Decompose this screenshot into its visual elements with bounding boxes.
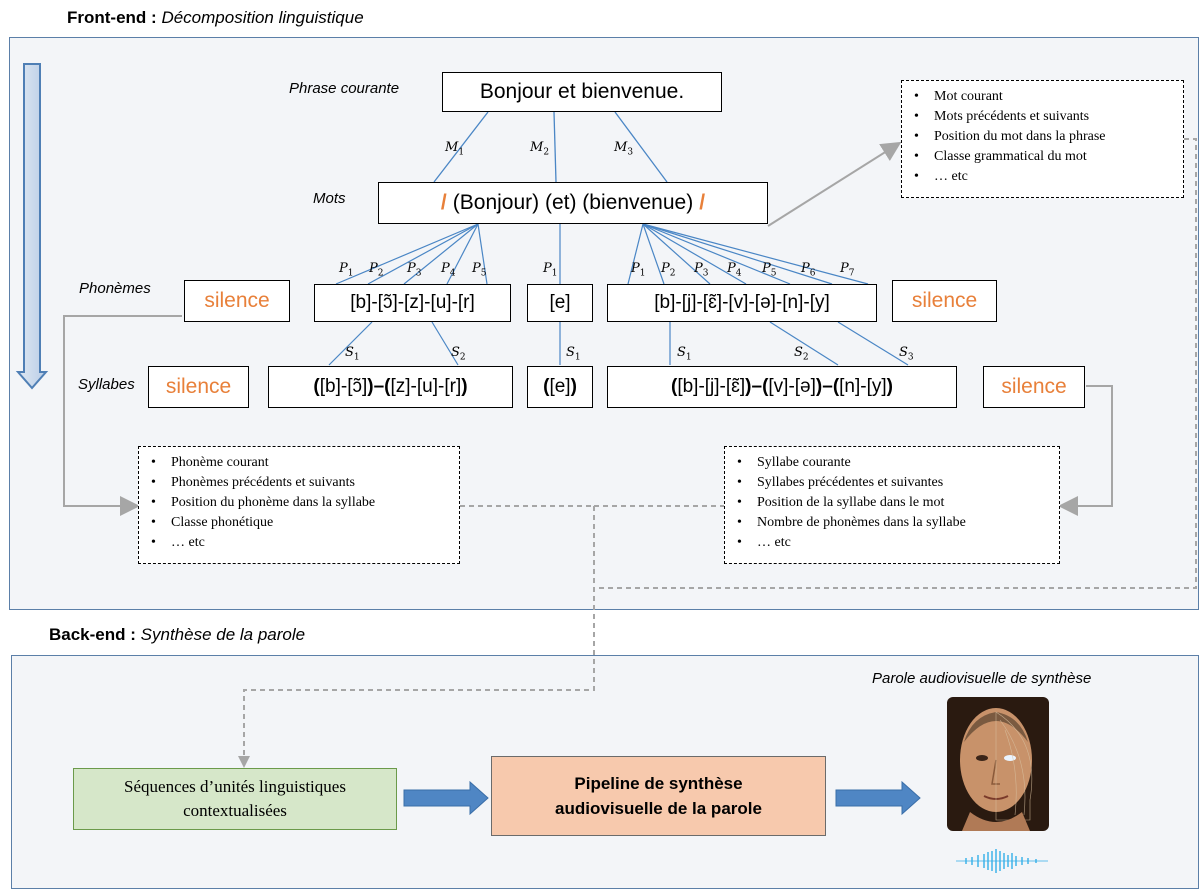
phoneme-link-label: P2 <box>661 261 676 279</box>
phoneme-link-label: P1 <box>631 261 646 279</box>
feature-item: … etc <box>737 533 1049 553</box>
feature-item: Position de la syllabe dans le mot <box>737 493 1049 513</box>
phoneme-link-label: P1 <box>339 261 354 279</box>
level-label-phonemes: Phonèmes <box>79 280 151 297</box>
words-text: (Bonjour) (et) (bienvenue) <box>452 191 694 214</box>
word-link-label: M1 <box>445 140 465 158</box>
syllable-link-label: S1 <box>677 345 692 363</box>
level-label-mots: Mots <box>313 190 346 207</box>
sentence-box: Bonjour et bienvenue. <box>442 72 722 112</box>
syllable-link-label: S3 <box>899 345 914 363</box>
word-features-box: Mot courant Mots précédents et suivants … <box>901 80 1184 198</box>
silence-box: silence <box>892 280 997 322</box>
word-boundary-slash: / <box>440 191 447 214</box>
phonemes-bonjour-box: [b]-[ɔ̃]-[z]-[u]-[r] <box>314 284 511 322</box>
phoneme-link-label: P2 <box>369 261 384 279</box>
syllables-bienvenue-box: ([b]-[j]-[ɛ̃]) – ([v]-[ə]) – ([n]-[y]) <box>607 366 957 408</box>
syllables-et-box: ([e]) <box>527 366 593 408</box>
word-links <box>433 111 668 183</box>
word-link-label: M3 <box>614 140 634 158</box>
phoneme-link-label: P4 <box>441 261 456 279</box>
phoneme-features-box: Phonème courant Phonèmes précédents et s… <box>138 446 460 564</box>
phonemes-et-box: [e] <box>527 284 593 322</box>
phoneme-link-label: P3 <box>407 261 422 279</box>
backend-title: Back-end : Synthèse de la parole <box>49 625 306 644</box>
phoneme-link-label: P7 <box>840 261 855 279</box>
syllable-links <box>328 321 909 366</box>
waveform-icon <box>956 849 1048 873</box>
feature-item: Phonème courant <box>151 453 449 473</box>
phoneme-features-arrow <box>63 315 182 516</box>
phoneme-links <box>335 223 869 285</box>
silence-box: silence <box>184 280 290 322</box>
synthetic-face-image <box>947 697 1049 831</box>
right-arrow-icon <box>835 780 921 816</box>
syllable-features-box: Syllabe courante Syllabes précédentes et… <box>724 446 1060 564</box>
dashed-arrow-head <box>238 756 250 768</box>
output-label: Parole audiovisuelle de synthèse <box>872 670 1092 687</box>
syllable-features-arrow <box>1058 385 1113 516</box>
word-features-arrow <box>767 141 902 227</box>
syllable-link-label: S1 <box>345 345 360 363</box>
feature-item: … etc <box>151 533 449 553</box>
phoneme-link-label: P1 <box>543 261 558 279</box>
feature-item: … etc <box>914 167 1173 187</box>
words-box: / (Bonjour) (et) (bienvenue) / <box>378 182 768 224</box>
syllables-bonjour-box: ([b]-[ɔ̃]) – ([z]-[u]-[r]) <box>268 366 513 408</box>
syllable-link-label: S2 <box>794 345 809 363</box>
silence-box: silence <box>148 366 249 408</box>
phoneme-link-label: P5 <box>472 261 487 279</box>
silence-box: silence <box>983 366 1085 408</box>
feature-item: Position du phonème dans la syllabe <box>151 493 449 513</box>
right-arrow-icon <box>403 780 489 816</box>
feature-item: Nombre de phonèmes dans la syllabe <box>737 513 1049 533</box>
feature-item: Syllabes précédentes et suivantes <box>737 473 1049 493</box>
feature-item: Phonèmes précédents et suivants <box>151 473 449 493</box>
word-link-label: M2 <box>530 140 550 158</box>
level-label-phrase: Phrase courante <box>289 80 400 97</box>
feature-item: Mot courant <box>914 87 1173 107</box>
phoneme-link-label: P3 <box>694 261 709 279</box>
phoneme-link-label: P5 <box>762 261 777 279</box>
feature-item: Syllabe courante <box>737 453 1049 473</box>
dashed-routing <box>243 138 1197 764</box>
down-arrow-icon <box>15 63 49 390</box>
phonemes-bienvenue-box: [b]-[j]-[ɛ̃]-[v]-[ə]-[n]-[y] <box>607 284 877 322</box>
word-boundary-slash: / <box>699 191 706 214</box>
syllable-link-label: S1 <box>566 345 581 363</box>
feature-item: Mots précédents et suivants <box>914 107 1173 127</box>
feature-item: Classe grammatical du mot <box>914 147 1173 167</box>
feature-item: Position du mot dans la phrase <box>914 127 1173 147</box>
phoneme-link-label: P4 <box>727 261 742 279</box>
syllable-link-label: S2 <box>451 345 466 363</box>
level-label-syllabes: Syllabes <box>78 376 135 393</box>
feature-item: Classe phonétique <box>151 513 449 533</box>
frontend-title: Front-end : Décomposition linguistique <box>67 8 364 27</box>
phoneme-link-label: P6 <box>801 261 816 279</box>
